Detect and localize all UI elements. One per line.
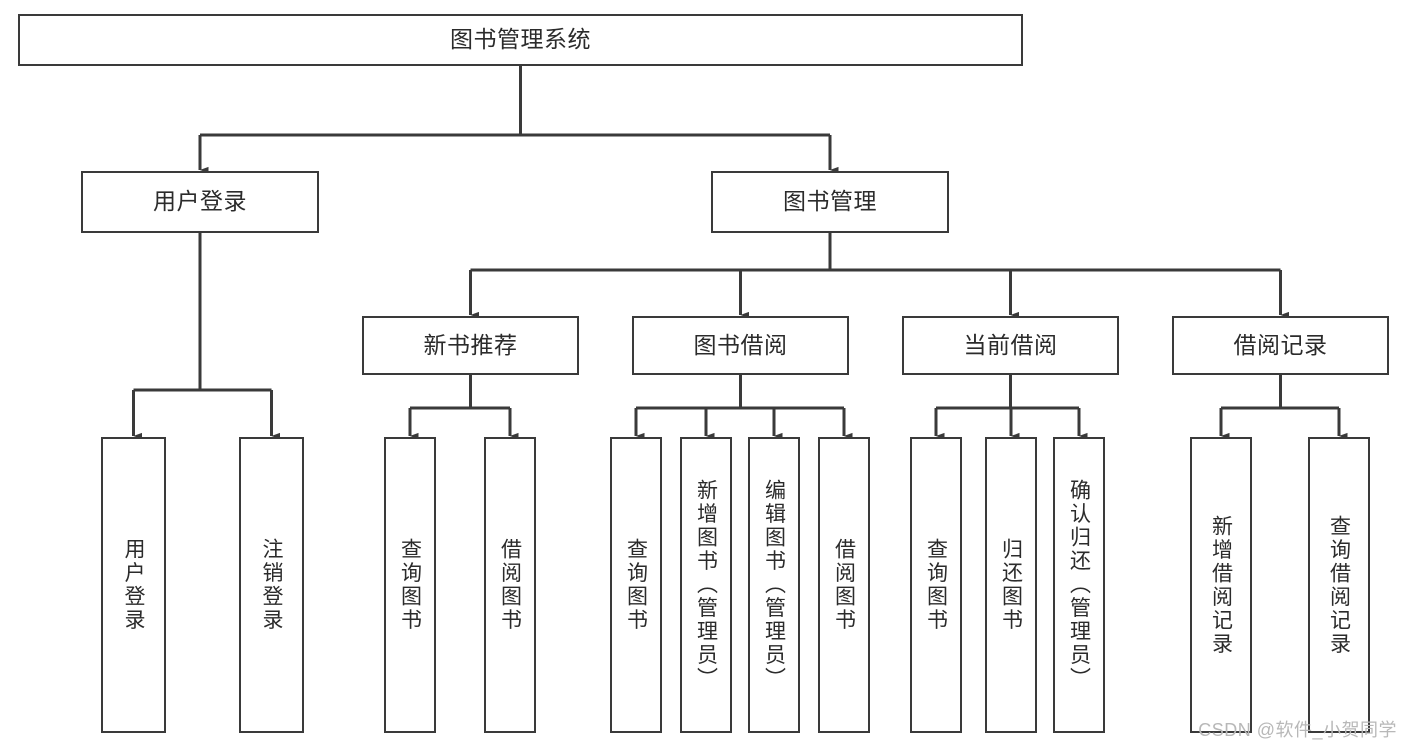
node-label: 编辑图书（管理员） [762, 479, 786, 691]
node-leaf-query-book-2[interactable]: 查询图书 [610, 437, 662, 733]
node-root[interactable]: 图书管理系统 [18, 14, 1023, 66]
node-leaf-add-book[interactable]: 新增图书（管理员） [680, 437, 732, 733]
node-label: 查询借阅记录 [1327, 514, 1351, 656]
node-label: 借阅记录 [1233, 331, 1328, 358]
node-label: 查询图书 [398, 538, 422, 632]
node-label: 图书管理系统 [450, 26, 591, 53]
node-label: 确认归还（管理员） [1067, 479, 1091, 691]
node-label: 查询图书 [624, 538, 648, 632]
node-label: 当前借阅 [963, 331, 1058, 358]
node-label: 注销登录 [260, 538, 283, 632]
node-label: 用户登录 [122, 538, 145, 632]
node-leaf-return-book[interactable]: 归还图书 [985, 437, 1037, 733]
node-label: 借阅图书 [832, 538, 856, 632]
node-label: 新书推荐 [423, 331, 518, 358]
node-label: 用户登录 [153, 188, 247, 215]
node-label: 归还图书 [999, 538, 1023, 632]
node-leaf-borrow-book-1[interactable]: 借阅图书 [484, 437, 536, 733]
node-leaf-query-record[interactable]: 查询借阅记录 [1308, 437, 1370, 733]
node-book-borrow[interactable]: 图书借阅 [632, 316, 849, 375]
node-label: 查询图书 [924, 538, 948, 632]
node-label: 新增借阅记录 [1209, 514, 1233, 656]
node-leaf-confirm-return[interactable]: 确认归还（管理员） [1053, 437, 1105, 733]
node-leaf-query-book-1[interactable]: 查询图书 [384, 437, 436, 733]
node-leaf-add-record[interactable]: 新增借阅记录 [1190, 437, 1252, 733]
node-label: 图书管理 [783, 188, 877, 215]
node-borrow-record[interactable]: 借阅记录 [1172, 316, 1389, 375]
node-label: 借阅图书 [498, 538, 522, 632]
node-leaf-user-login[interactable]: 用户登录 [101, 437, 166, 733]
node-label: 新增图书（管理员） [694, 479, 718, 691]
node-book-manage[interactable]: 图书管理 [711, 171, 949, 233]
node-leaf-query-book-3[interactable]: 查询图书 [910, 437, 962, 733]
node-label: 图书借阅 [693, 331, 788, 358]
node-new-book-recommend[interactable]: 新书推荐 [362, 316, 579, 375]
node-leaf-logout-login[interactable]: 注销登录 [239, 437, 304, 733]
watermark-text: CSDN @软件_小贺同学 [1198, 720, 1397, 740]
node-leaf-edit-book[interactable]: 编辑图书（管理员） [748, 437, 800, 733]
node-user-login[interactable]: 用户登录 [81, 171, 319, 233]
node-current-borrow[interactable]: 当前借阅 [902, 316, 1119, 375]
node-leaf-borrow-book-2[interactable]: 借阅图书 [818, 437, 870, 733]
